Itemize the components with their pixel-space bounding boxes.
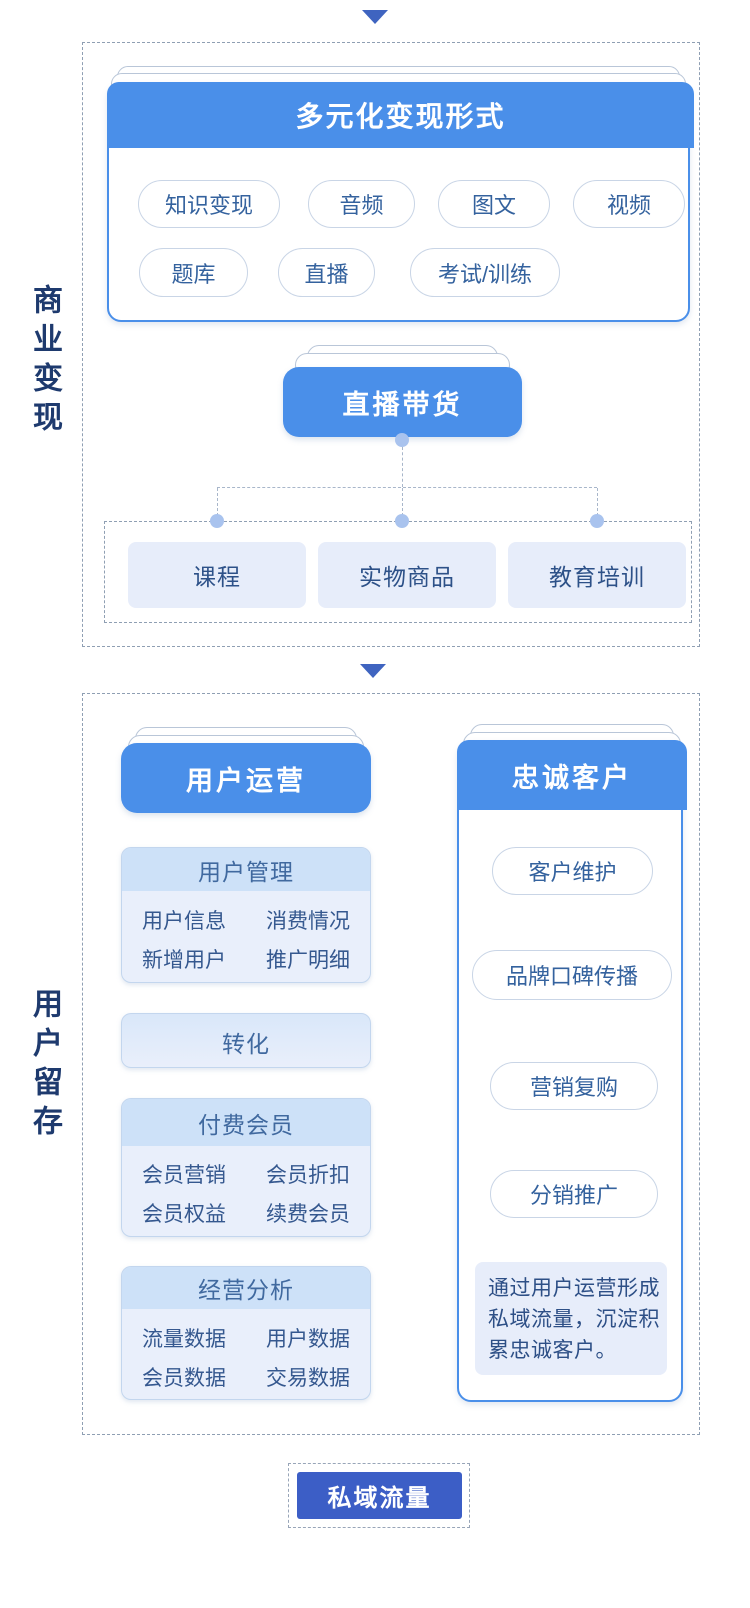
chevron-down-icon — [360, 664, 386, 678]
pill-video: 视频 — [573, 180, 685, 228]
box-title: 付费会员 — [122, 1099, 370, 1146]
box-item: 用户数据 — [266, 1328, 350, 1351]
connector-line — [217, 487, 597, 488]
pill-knowledge-monetization: 知识变现 — [138, 180, 280, 228]
live-commerce-node: 直播带货 — [283, 367, 522, 437]
box-user-management: 用户管理 用户信息 消费情况 新增用户 推广明细 — [121, 847, 371, 983]
box-item: 会员数据 — [142, 1367, 226, 1390]
section-user-retention — [82, 693, 700, 1435]
pill-question-bank: 题库 — [139, 248, 248, 297]
box-item: 会员权益 — [142, 1203, 226, 1226]
box-items: 流量数据 用户数据 会员数据 交易数据 — [122, 1309, 370, 1392]
pill-exam-training: 考试/训练 — [410, 248, 560, 297]
note-line: 私域流量，沉淀积 — [488, 1308, 660, 1331]
pill-image-text: 图文 — [438, 180, 550, 228]
pill-customer-maintenance: 客户维护 — [492, 847, 653, 895]
pill-live-stream: 直播 — [278, 248, 375, 297]
box-item: 消费情况 — [266, 910, 350, 933]
box-item: 推广明细 — [266, 949, 350, 972]
connector-line — [402, 488, 403, 516]
box-items: 会员营销 会员折扣 会员权益 续费会员 — [122, 1146, 370, 1228]
box-item: 会员营销 — [142, 1164, 226, 1187]
box-title: 经营分析 — [122, 1267, 370, 1309]
flow-box-courses: 课程 — [128, 542, 306, 608]
section-business-monetization — [82, 42, 700, 647]
box-title: 用户管理 — [122, 848, 370, 891]
box-item: 会员折扣 — [266, 1164, 350, 1187]
pill-marketing-repurchase: 营销复购 — [490, 1062, 658, 1110]
flow-box-education-training: 教育培训 — [508, 542, 686, 608]
flow-box-physical-goods: 实物商品 — [318, 542, 496, 608]
box-title: 转化 — [222, 1030, 270, 1057]
box-business-analysis: 经营分析 流量数据 用户数据 会员数据 交易数据 — [121, 1266, 371, 1400]
diversified-monetization-title: 多元化变现形式 — [107, 82, 694, 148]
user-operations-header: 用户运营 — [121, 743, 371, 813]
note-line: 累忠诚客户。 — [488, 1339, 617, 1362]
box-item: 流量数据 — [142, 1328, 226, 1351]
connector-dot — [395, 433, 409, 447]
box-conversion: 转化 — [121, 1013, 371, 1068]
private-domain-traffic-node: 私域流量 — [297, 1472, 462, 1519]
box-item: 用户信息 — [142, 910, 226, 933]
private-domain-traffic-outline — [288, 1463, 470, 1528]
box-item: 交易数据 — [266, 1367, 350, 1390]
side-label-user-retention: 用户留存 — [28, 988, 61, 1144]
box-item: 新增用户 — [142, 949, 226, 972]
note-line: 通过用户运营形成 — [488, 1277, 660, 1300]
box-item: 续费会员 — [266, 1203, 350, 1226]
connector-line — [402, 447, 403, 487]
connector-dot — [395, 514, 409, 528]
side-label-business-monetization: 商业变现 — [28, 284, 61, 440]
loyal-customers-header: 忠诚客户 — [457, 740, 687, 810]
box-items: 用户信息 消费情况 新增用户 推广明细 — [122, 891, 370, 974]
connector-line — [217, 488, 218, 516]
box-paid-membership: 付费会员 会员营销 会员折扣 会员权益 续费会员 — [121, 1098, 371, 1237]
private-domain-note: 通过用户运营形成 私域流量，沉淀积 累忠诚客户。 — [475, 1262, 667, 1375]
connector-dot — [590, 514, 604, 528]
connector-dot — [210, 514, 224, 528]
pill-brand-word-of-mouth: 品牌口碑传播 — [472, 950, 672, 1000]
chevron-down-icon — [362, 10, 388, 24]
connector-line — [597, 488, 598, 516]
pill-audio: 音频 — [308, 180, 415, 228]
pill-distribution-promotion: 分销推广 — [490, 1170, 658, 1218]
